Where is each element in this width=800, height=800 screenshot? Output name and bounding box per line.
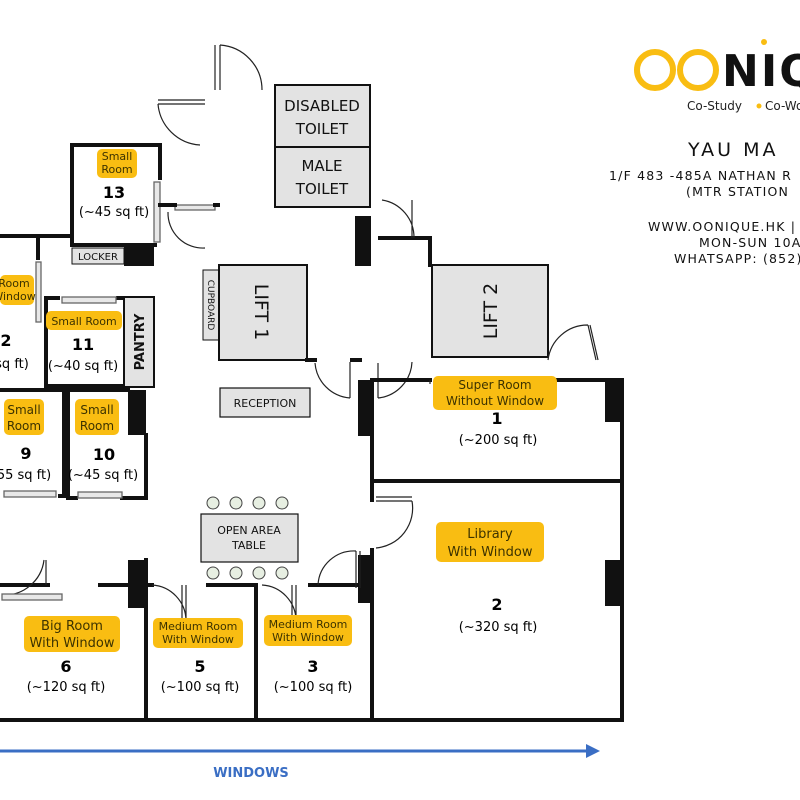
room-13-tag-2: Room (101, 163, 132, 176)
windows-arrow: WINDOWS (0, 744, 600, 781)
whatsapp-text[interactable]: WHATSAPP: (852) (674, 251, 800, 266)
room-6-number: 6 (60, 657, 71, 676)
lift-1-label: LIFT 1 (250, 284, 272, 341)
room-3-tag-2: With Window (272, 631, 344, 644)
room-3-area: (~100 sq ft) (274, 680, 353, 695)
room-12-tag-1: Room (0, 277, 30, 290)
pantry (123, 296, 155, 388)
logo-text: NIQ (722, 46, 800, 97)
male-toilet (274, 146, 371, 208)
male-toilet-label-1: MALE (301, 157, 342, 175)
room-11[interactable]: Small Room 11 (~40 sq ft) (44, 296, 126, 388)
room-6-tag-1: Big Room (41, 619, 103, 634)
room-11-area: (~40 sq ft) (48, 359, 118, 374)
brand-logo: NIQ (634, 39, 800, 97)
address-line-2: (MTR STATION (686, 184, 789, 199)
room-6-tag-2: With Window (30, 636, 115, 651)
room-10-tag-2: Room (80, 419, 114, 433)
room-5-tag-1: Medium Room (159, 620, 238, 633)
room-2-tag-2: With Window (448, 545, 533, 560)
website-text[interactable]: WWW.OONIQUE.HK | @ (648, 219, 800, 234)
room-12[interactable]: Room Window 2 sq ft) (0, 234, 74, 372)
room-2-area: (~320 sq ft) (459, 620, 538, 635)
room-9-number: 9 (20, 444, 31, 463)
open-area-label-2: TABLE (231, 539, 266, 552)
pantry-label: PANTRY (133, 313, 148, 370)
room-9[interactable]: Small Room 9 55 sq ft) (0, 388, 66, 498)
room-11-tag: Small Room (51, 315, 116, 328)
locker-label: LOCKER (78, 252, 118, 263)
lift-2-label: LIFT 2 (480, 283, 502, 340)
bottom-walls (0, 550, 374, 722)
room-6-area: (~120 sq ft) (27, 680, 106, 695)
room-12-tag-2: Window (0, 290, 36, 303)
room-2[interactable]: Library With Window 2 (~320 sq ft) (358, 479, 624, 722)
male-toilet-label-2: TOILET (295, 180, 349, 198)
room-5-number: 5 (194, 657, 205, 676)
room-13-area: (~45 sq ft) (79, 205, 149, 220)
room-5[interactable]: Medium Room With Window 5 (~100 sq ft) (153, 618, 243, 695)
reception (219, 387, 311, 418)
room-1-area: (~200 sq ft) (459, 433, 538, 448)
room-10-number: 10 (93, 445, 115, 464)
lift-2 (431, 264, 549, 358)
room-10-area: (~45 sq ft) (68, 468, 138, 483)
room-3-tag-1: Medium Room (269, 618, 348, 631)
room-1-number: 1 (491, 409, 502, 428)
room-6[interactable]: Big Room With Window 6 (~120 sq ft) (24, 616, 120, 695)
room-5-area: (~100 sq ft) (161, 680, 240, 695)
room-11-number: 11 (72, 335, 94, 354)
room-1-tag-2: Without Window (446, 394, 544, 408)
open-area-table: OPEN AREA TABLE (200, 496, 299, 580)
room-13-number: 13 (103, 183, 125, 202)
location-title: YAU MA (687, 139, 778, 161)
tagline-dot (756, 103, 762, 109)
room-9-tag-1: Small (7, 403, 40, 417)
room-9-tag-2: Room (7, 419, 41, 433)
lift-1 (218, 264, 308, 361)
room-12-area: sq ft) (0, 357, 29, 372)
room-10-tag-1: Small (80, 403, 113, 417)
room-13[interactable]: Small Room 13 (~45 sq ft) (70, 143, 220, 249)
room-1-tag-1: Super Room (458, 378, 531, 392)
room-3[interactable]: Medium Room With Window 3 (~100 sq ft) (264, 615, 352, 695)
reception-label: RECEPTION (234, 397, 297, 410)
disabled-toilet-label-2: TOILET (295, 120, 349, 138)
address-line-1: 1/F 483 -485A NATHAN R (609, 168, 792, 183)
hours-text: MON-SUN 10AN (699, 235, 800, 250)
tagline-part1: Co-Study (687, 99, 742, 113)
room-12-number: 2 (0, 331, 11, 350)
open-area-label-1: OPEN AREA (217, 524, 281, 537)
disabled-toilet (274, 84, 371, 148)
entrance-doors (157, 44, 263, 146)
room-10[interactable]: Small Room 10 (~45 sq ft) (66, 388, 148, 500)
room-3-number: 3 (307, 657, 318, 676)
cupboard-label: CUPBOARD (205, 280, 215, 331)
room-5-tag-2: With Window (162, 633, 234, 646)
room-1[interactable]: Super Room Without Window 1 (~200 sq ft) (358, 376, 624, 502)
windows-label: WINDOWS (213, 766, 289, 781)
room-9-area: 55 sq ft) (0, 468, 51, 483)
disabled-toilet-label-1: DISABLED (284, 97, 360, 115)
room-2-tag-1: Library (467, 527, 513, 542)
room-2-number: 2 (491, 595, 502, 614)
tagline-part2: Co-Wo (765, 99, 800, 113)
room-13-tag-1: Small (102, 150, 133, 163)
